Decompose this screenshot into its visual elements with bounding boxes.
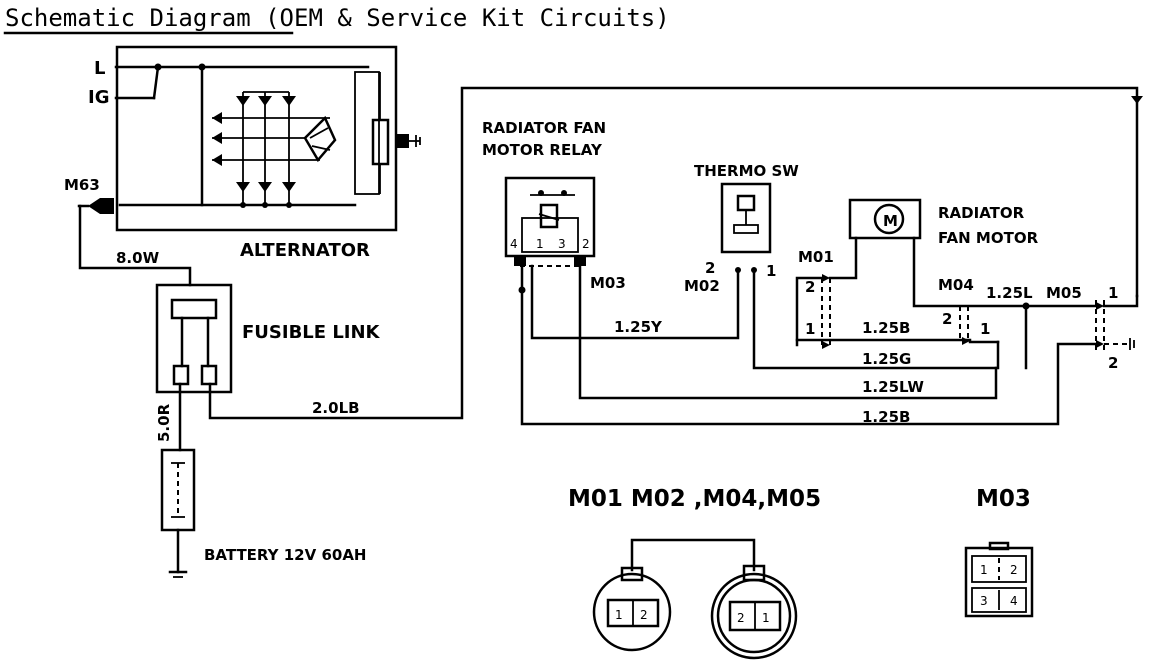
- svg-text:2: 2: [942, 310, 952, 328]
- svg-text:1: 1: [766, 262, 776, 280]
- legend-round-title: M01 M02 ,M04,M05: [568, 486, 821, 512]
- wire-1-25y-label: 1.25Y: [614, 318, 663, 336]
- svg-text:3: 3: [558, 237, 566, 251]
- m05-ground-icon: [1129, 338, 1135, 350]
- svg-text:1: 1: [805, 320, 815, 338]
- svg-text:4: 4: [1010, 594, 1018, 608]
- wire-1-25lw-label: 1.25LW: [862, 378, 924, 396]
- svg-text:1: 1: [762, 611, 770, 625]
- wire-8-0w-label: 8.0W: [116, 249, 160, 267]
- wire-1-25l-label: 1.25L: [986, 284, 1033, 302]
- diode-icon: [212, 112, 222, 124]
- wire-1-25g: [752, 268, 1000, 370]
- svg-text:4: 4: [510, 237, 518, 251]
- relay-connector-label: M03: [590, 274, 626, 292]
- connector-m04: M04 2 1: [938, 276, 990, 345]
- m63-plug-icon: [88, 198, 114, 214]
- connector-m05: M05 1 2: [1046, 284, 1139, 372]
- diagram-title: Schematic Diagram (OEM & Service Kit Cir…: [5, 4, 670, 32]
- svg-text:1: 1: [980, 320, 990, 338]
- wire-1-25y: [530, 264, 740, 340]
- alternator-label: ALTERNATOR: [240, 240, 370, 261]
- svg-text:2: 2: [1108, 354, 1118, 372]
- wire-1-25g-label: 1.25G: [862, 350, 911, 368]
- m04-label: M04: [938, 276, 974, 294]
- alternator-ground-icon: [397, 134, 409, 148]
- legend-round-connectors: M01 M02 ,M04,M05 1 2 2 1: [568, 486, 821, 660]
- fan-motor-label-line2: FAN MOTOR: [938, 229, 1039, 247]
- m05-label: M05: [1046, 284, 1082, 302]
- wire-2-0lb: [208, 86, 1139, 420]
- wire-8-0w: [78, 204, 192, 287]
- radiator-fan-motor-relay: RADIATOR FAN MOTOR RELAY 4 1 3 2 M03: [482, 119, 626, 292]
- relay-label-line2: MOTOR RELAY: [482, 141, 603, 159]
- connector-m63: M63: [64, 176, 114, 214]
- svg-text:2: 2: [640, 608, 648, 622]
- diode-icon: [212, 132, 222, 144]
- wire-5-0r-label: 5.0R: [155, 403, 173, 442]
- svg-text:1: 1: [980, 563, 988, 577]
- alternator: L IG: [88, 45, 421, 261]
- thermo-switch: THERMO SW 2 1 M02: [684, 162, 799, 295]
- battery: BATTERY 12V 60AH: [160, 448, 367, 578]
- diode-icon: [258, 182, 272, 192]
- alternator-housing: [115, 45, 398, 232]
- motor-icon: [873, 203, 905, 235]
- diode-icon: [282, 96, 296, 106]
- alternator-ig-label: IG: [88, 87, 109, 108]
- svg-text:2: 2: [805, 278, 815, 296]
- legend-m03-title: M03: [976, 486, 1031, 512]
- m63-label: M63: [64, 176, 100, 194]
- svg-text:2: 2: [737, 611, 745, 625]
- svg-text:1: 1: [1108, 284, 1118, 302]
- stator-winding-icon: [303, 115, 337, 163]
- svg-text:1: 1: [536, 237, 544, 251]
- fan-motor-label-line1: RADIATOR: [938, 204, 1025, 222]
- m01-label: M01: [798, 248, 834, 266]
- diode-icon: [236, 96, 250, 106]
- wire-1-25b-bottom-label: 1.25B: [862, 408, 910, 426]
- battery-label: BATTERY 12V 60AH: [204, 546, 367, 564]
- thermo-sw-label: THERMO SW: [694, 162, 799, 180]
- diode-icon: [212, 154, 222, 166]
- relay-label-line1: RADIATOR FAN: [482, 119, 606, 137]
- arrow-icon: [1131, 96, 1143, 104]
- diode-icon: [282, 182, 296, 192]
- thermo-sw-connector-label: M02: [684, 277, 720, 295]
- wire-1-25lw: [578, 264, 998, 400]
- rotor-coil-icon: [371, 118, 390, 166]
- battery-ground-icon: [168, 570, 188, 578]
- alternator-regulator-box: [354, 71, 380, 195]
- svg-text:2: 2: [705, 259, 715, 277]
- fusible-link: FUSIBLE LINK: [155, 283, 381, 394]
- diode-icon: [258, 96, 272, 106]
- svg-text:M: M: [883, 212, 898, 230]
- wire-1-25b-top-label: 1.25B: [862, 319, 910, 337]
- legend-m03-connector: M03 1 2 3 4: [964, 486, 1034, 618]
- svg-text:2: 2: [582, 237, 590, 251]
- radiator-fan-motor: M RADIATOR FAN MOTOR: [848, 198, 1039, 247]
- wire-2-0lb-label: 2.0LB: [312, 399, 360, 417]
- svg-text:2: 2: [1010, 563, 1018, 577]
- fusible-link-label: FUSIBLE LINK: [242, 322, 381, 343]
- svg-text:1: 1: [615, 608, 623, 622]
- svg-text:3: 3: [980, 594, 988, 608]
- wire-1-25b-bottom: [520, 264, 1098, 426]
- relay-coil-icon: [539, 203, 559, 229]
- alternator-l-label: L: [94, 58, 105, 79]
- connector-m01: M01 2 1: [795, 248, 834, 349]
- diode-icon: [236, 182, 250, 192]
